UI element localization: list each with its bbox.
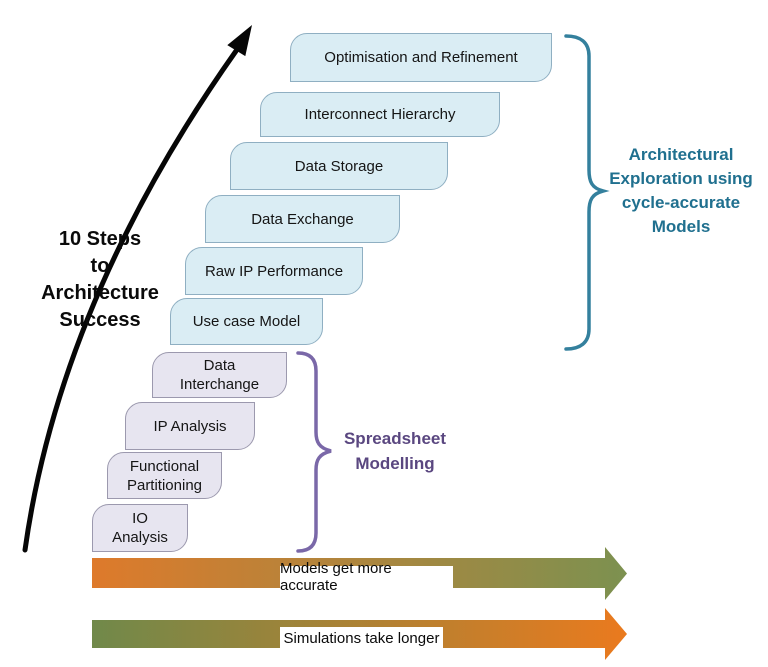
cycle-accurate-label: Architectural Exploration using cycle-ac… <box>609 145 753 236</box>
spreadsheet-label: Spreadsheet Modelling <box>343 429 447 473</box>
step-raw-ip-performance: Raw IP Performance <box>185 247 363 295</box>
models-accuracy-caption: Models get more accurate <box>280 560 453 594</box>
spreadsheet-brace <box>296 351 332 553</box>
cycle-accurate-brace <box>564 34 610 351</box>
diagram-title: 10 Steps to Architecture Success <box>41 228 159 331</box>
step-ip-analysis: IP Analysis <box>125 402 255 450</box>
step-interconnect-hierarchy: Interconnect Hierarchy <box>260 92 500 137</box>
step-use-case-model: Use case Model <box>170 298 323 345</box>
step-data-exchange: Data Exchange <box>205 195 400 243</box>
step-data-interchange: Data Interchange <box>152 352 287 398</box>
simulation-time-caption: Simulations take longer <box>280 627 443 649</box>
step-data-storage: Data Storage <box>230 142 448 190</box>
step-io-analysis: IO Analysis <box>92 504 188 552</box>
success-arrowhead-icon <box>227 25 252 57</box>
step-functional-partitioning: Functional Partitioning <box>107 452 222 499</box>
success-arrow <box>22 25 252 553</box>
step-optimisation-and-refinement: Optimisation and Refinement <box>290 33 552 82</box>
